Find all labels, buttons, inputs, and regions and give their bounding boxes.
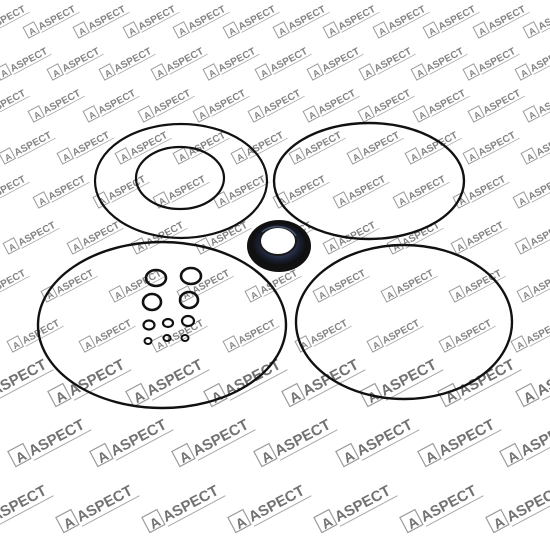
o-ring-upper-left-large bbox=[93, 122, 269, 240]
watermark-logo-letter: A bbox=[521, 289, 532, 301]
watermark-logo-letter: A bbox=[307, 109, 318, 121]
watermark-logo-letter: A bbox=[517, 195, 528, 207]
watermark-logo-letter: A bbox=[155, 67, 166, 79]
watermark-logo-letter: A bbox=[51, 67, 62, 79]
watermark-logo-letter: A bbox=[527, 25, 538, 37]
watermark-logo-letter: A bbox=[453, 289, 464, 301]
watermark-logo-letter: A bbox=[472, 109, 483, 121]
o-ring-tiny bbox=[142, 319, 156, 331]
watermark-logo-letter: A bbox=[277, 195, 288, 207]
shaft-seal bbox=[247, 220, 311, 272]
watermark-logo-letter: A bbox=[142, 109, 153, 121]
o-ring-set bbox=[36, 121, 514, 410]
watermark-logo-letter: A bbox=[87, 109, 98, 121]
watermark-logo-letter: A bbox=[11, 339, 22, 351]
watermark-logo-letter: A bbox=[119, 151, 130, 163]
watermark-logo-letter: A bbox=[7, 241, 18, 253]
watermark-logo-letter: A bbox=[527, 109, 538, 121]
watermark-logo-letter: A bbox=[37, 195, 48, 207]
watermark-logo-letter: A bbox=[525, 151, 536, 163]
o-ring-tiny bbox=[162, 334, 172, 342]
watermark-logo-letter: A bbox=[177, 25, 188, 37]
watermark-logo-letter: A bbox=[157, 195, 168, 207]
watermark-logo-letter: A bbox=[362, 109, 373, 121]
o-ring-tiny bbox=[161, 317, 175, 329]
watermark-logo-letter: A bbox=[515, 339, 526, 351]
watermark-logo-letter: A bbox=[259, 67, 270, 79]
watermark-logo-letter: A bbox=[371, 339, 382, 351]
o-ring-upper-left-inner bbox=[134, 145, 226, 211]
watermark-logo-letter: A bbox=[235, 151, 246, 163]
o-ring-small bbox=[178, 290, 200, 310]
watermark-logo-letter: A bbox=[377, 25, 388, 37]
watermark-logo-letter: A bbox=[277, 25, 288, 37]
watermark-logo-letter: A bbox=[443, 339, 454, 351]
watermark-logo-letter: A bbox=[135, 241, 146, 253]
watermark-logo-letter: A bbox=[177, 151, 188, 163]
watermark-logo-letter: A bbox=[3, 151, 14, 163]
watermark-logo-letter: A bbox=[311, 67, 322, 79]
watermark-logo-letter: A bbox=[409, 151, 420, 163]
o-ring-small bbox=[144, 268, 168, 288]
watermark-logo-letter: A bbox=[249, 289, 260, 301]
watermark-logo-letter: A bbox=[317, 289, 328, 301]
watermark-logo-letter: A bbox=[61, 151, 72, 163]
watermark-logo-letter: A bbox=[391, 241, 402, 253]
watermark-logo-letter: A bbox=[385, 289, 396, 301]
watermark-logo-letter: A bbox=[217, 195, 228, 207]
watermark-logo-letter: A bbox=[27, 25, 38, 37]
watermark-logo-letter: A bbox=[455, 241, 466, 253]
watermark-logo-letter: A bbox=[197, 109, 208, 121]
watermark-logo-letter: A bbox=[427, 25, 438, 37]
watermark-logo-letter: A bbox=[155, 339, 166, 351]
watermark-logo-letter: A bbox=[457, 195, 468, 207]
watermark-logo-letter: A bbox=[127, 25, 138, 37]
watermark-logo-letter: A bbox=[97, 195, 108, 207]
watermark-logo-letter: A bbox=[227, 339, 238, 351]
watermark-logo-letter: A bbox=[103, 67, 114, 79]
o-ring-small bbox=[179, 266, 203, 286]
o-ring-tiny bbox=[143, 337, 153, 345]
watermark-logo-letter: A bbox=[83, 339, 94, 351]
o-ring-tiny bbox=[180, 334, 190, 342]
watermark-logo-letter: A bbox=[477, 25, 488, 37]
watermark-logo-letter: A bbox=[252, 109, 263, 121]
watermark-logo-letter: A bbox=[71, 241, 82, 253]
o-ring-lower-left bbox=[36, 240, 288, 410]
watermark-logo-letter: A bbox=[519, 67, 530, 79]
watermark-logo-letter: A bbox=[327, 25, 338, 37]
o-ring-small bbox=[141, 292, 163, 312]
watermark-logo-letter: A bbox=[0, 67, 10, 79]
o-ring-tiny bbox=[180, 314, 196, 328]
watermark-logo-letter: A bbox=[45, 289, 56, 301]
watermark-logo-letter: A bbox=[467, 67, 478, 79]
o-ring-upper-right bbox=[272, 121, 466, 241]
watermark-logo-letter: A bbox=[327, 241, 338, 253]
watermark-logo-letter: A bbox=[363, 67, 374, 79]
watermark-logo-letter: A bbox=[337, 195, 348, 207]
watermark-logo-letter: A bbox=[299, 339, 310, 351]
watermark-logo-letter: A bbox=[207, 67, 218, 79]
o-ring-lower-right bbox=[294, 243, 514, 401]
watermark-logo-letter: A bbox=[351, 151, 362, 163]
watermark-logo-letter: A bbox=[227, 25, 238, 37]
watermark-logo-letter: A bbox=[181, 289, 192, 301]
watermark-logo-letter: A bbox=[397, 195, 408, 207]
watermark-logo-letter: A bbox=[293, 151, 304, 163]
watermark-logo-letter: A bbox=[77, 25, 88, 37]
watermark-logo-letter: A bbox=[415, 67, 426, 79]
watermark-logo-letter: A bbox=[467, 151, 478, 163]
watermark-logo-letter: A bbox=[113, 289, 124, 301]
watermark-logo-letter: A bbox=[519, 241, 530, 253]
watermark-logo-letter: A bbox=[32, 109, 43, 121]
watermark-logo-letter: A bbox=[417, 109, 428, 121]
